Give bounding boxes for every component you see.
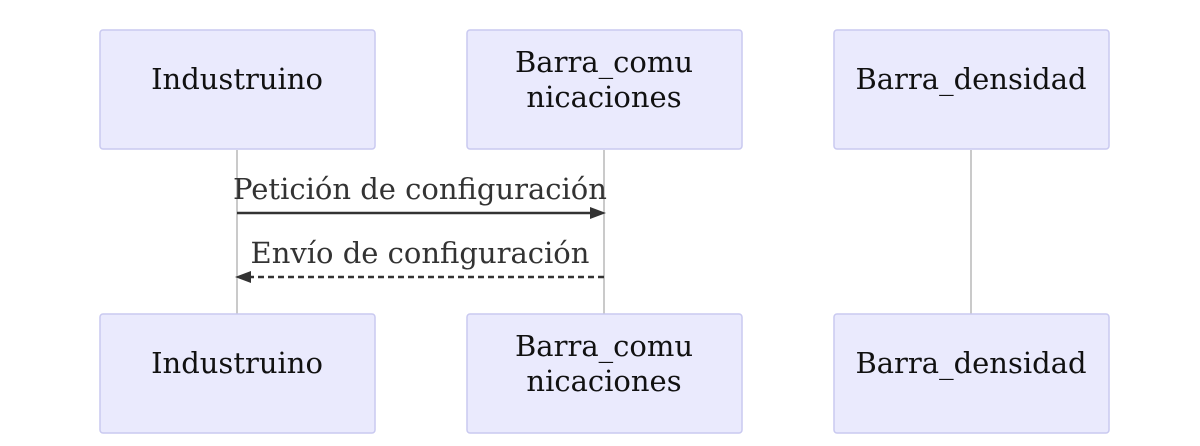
participant-top-barra-densidad: Barra_densidad <box>833 29 1110 150</box>
participant-bottom-barra-densidad: Barra_densidad <box>833 313 1110 434</box>
message-peticion-configuracion: Petición de configuración <box>233 172 607 219</box>
participant-bottom-barra-comunicaciones: Barra_comu nicaciones <box>466 313 743 434</box>
participant-top-barra-comunicaciones: Barra_comu nicaciones <box>466 29 743 150</box>
participant-bottom-industruino: Industruino <box>99 313 376 434</box>
message-label: Petición de configuración <box>233 172 607 206</box>
arrowhead-right <box>590 207 606 219</box>
message-label: Envío de configuración <box>251 236 590 270</box>
participant-label-line-1: Barra_comu <box>515 329 693 364</box>
participant-label-line-1: Barra_comu <box>515 45 693 80</box>
arrowhead-left <box>235 271 251 283</box>
participant-label: Barra_densidad <box>855 346 1086 381</box>
participant-label-line-2: nicaciones <box>526 364 681 398</box>
participant-top-industruino: Industruino <box>99 29 376 150</box>
participant-label-line-2: nicaciones <box>526 80 681 114</box>
participant-label: Barra_densidad <box>855 62 1086 97</box>
message-envio-configuracion: Envío de configuración <box>235 236 604 283</box>
participant-label: Industruino <box>151 62 323 96</box>
participant-label: Industruino <box>151 346 323 380</box>
